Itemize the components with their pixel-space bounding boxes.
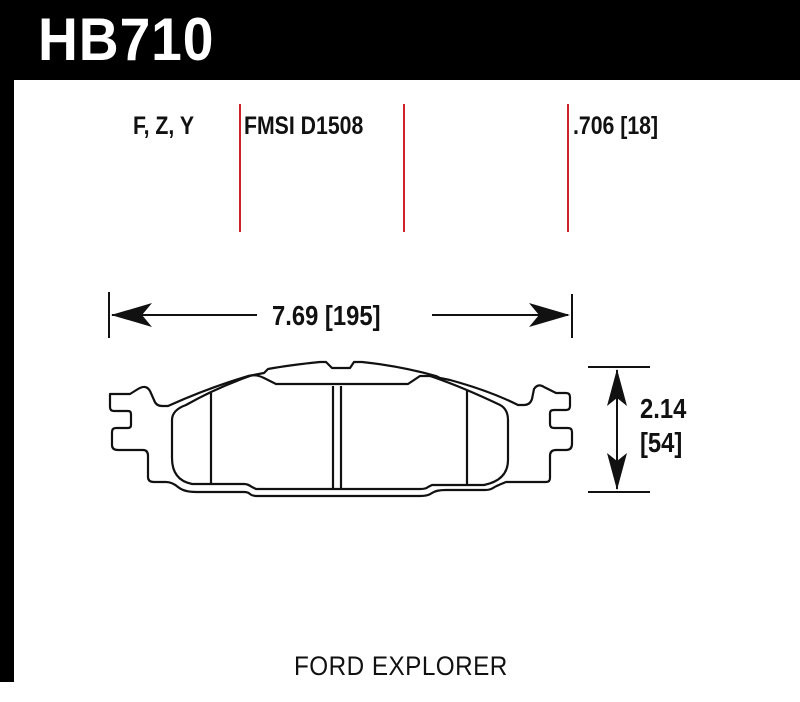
compound-codes: F, Z, Y [133,112,195,140]
height-inches: 2.14 [640,393,687,424]
vehicle-application: FORD EXPLORER [294,651,508,681]
height-dimension-label: 2.14 [54] [640,392,686,460]
red-divider-lines [239,104,569,232]
arrow-right-icon [529,303,570,327]
backing-plate-outline [108,360,574,498]
part-number-title: HB710 [38,6,215,73]
pad-thickness: .706 [18] [573,112,659,140]
height-millimeters: [54] [640,427,683,458]
height-dimension [588,366,650,493]
arrow-down-icon [607,453,627,490]
width-dimension [108,292,573,338]
arrow-up-icon [607,369,627,406]
header-band [0,0,800,80]
friction-material-outline [170,374,510,491]
left-border [0,0,14,682]
arrow-left-icon [111,303,152,327]
width-dimension-label: 7.69 [195] [272,300,381,331]
brake-pad-outline [108,360,574,498]
fmsi-number: FMSI D1508 [244,112,364,140]
